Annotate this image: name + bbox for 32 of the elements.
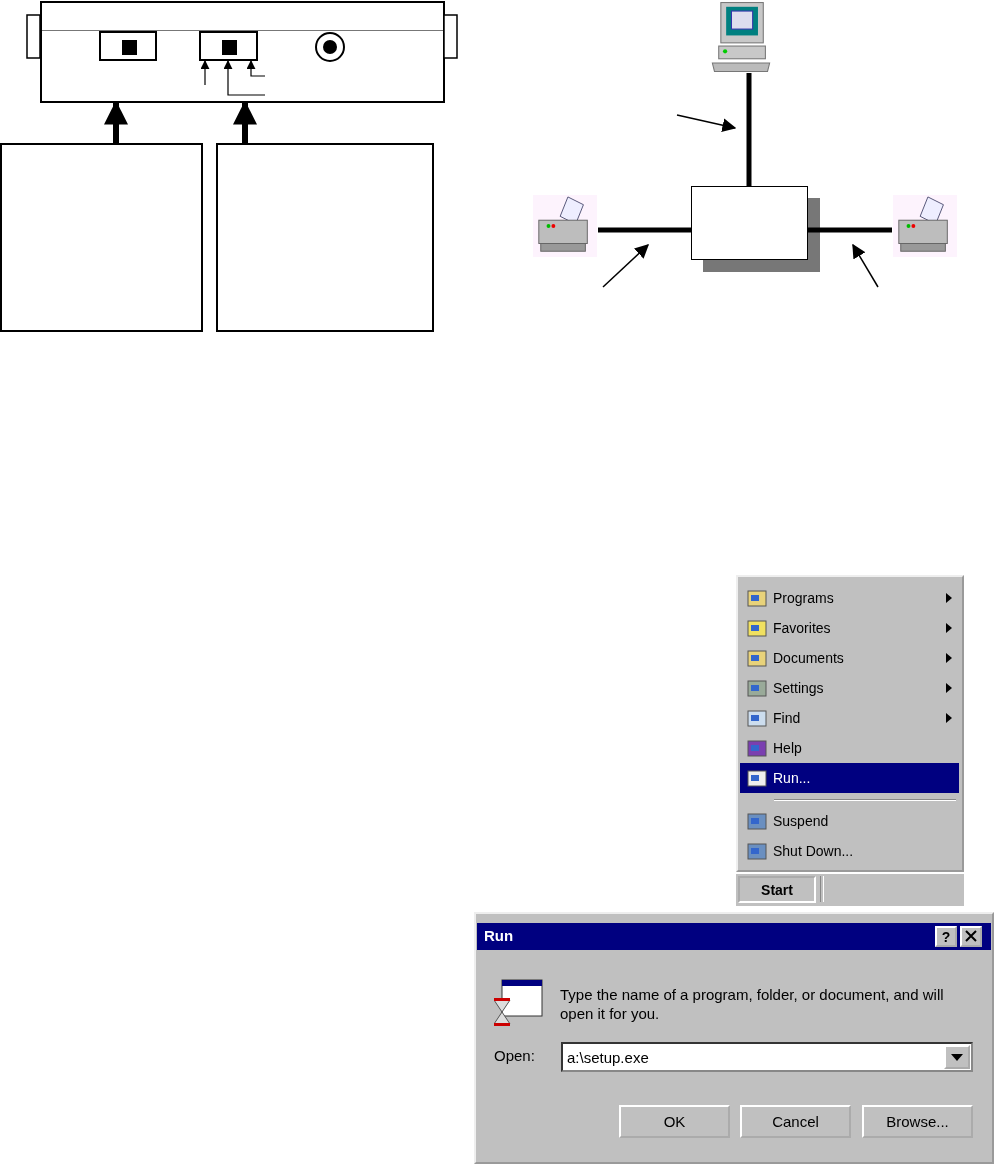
- printer-icon: [532, 195, 598, 259]
- arrow: [246, 60, 266, 77]
- dialog-message: Type the name of a program, folder, or document, and will open it for you.: [560, 985, 945, 1023]
- printer-icon: [892, 195, 958, 259]
- menu-item: Settings: [773, 679, 824, 697]
- help-button: ?: [935, 926, 957, 947]
- arrow: [200, 60, 210, 86]
- start-button: Start: [738, 876, 816, 903]
- menu-item: Suspend: [773, 812, 829, 830]
- blank-box: [216, 143, 434, 332]
- cable-line: [598, 227, 691, 233]
- menu-item: Find: [773, 709, 801, 727]
- menu-item: Shut Down...: [773, 842, 854, 860]
- menu-item: Documents: [773, 649, 844, 667]
- ok-button: OK: [619, 1105, 730, 1138]
- switch: [99, 31, 157, 61]
- input-field: a:\setup.exe: [561, 1042, 973, 1072]
- cable-line: [808, 227, 892, 233]
- switch: [199, 31, 258, 61]
- menu-item: Favorites: [773, 619, 831, 637]
- arrow: [223, 60, 266, 96]
- field-label: Open:: [494, 1047, 535, 1065]
- blank-box: [0, 143, 203, 332]
- cable-line: [746, 73, 752, 186]
- dialog-title: Run: [484, 927, 514, 945]
- browse-button: Browse...: [862, 1105, 973, 1138]
- device-panel: [40, 1, 445, 103]
- round-button: [315, 32, 345, 62]
- menu-item: Help: [773, 739, 802, 757]
- selected-menu-item: Run...: [740, 763, 959, 793]
- menu-item: Programs: [773, 589, 834, 607]
- cancel-button: Cancel: [740, 1105, 851, 1138]
